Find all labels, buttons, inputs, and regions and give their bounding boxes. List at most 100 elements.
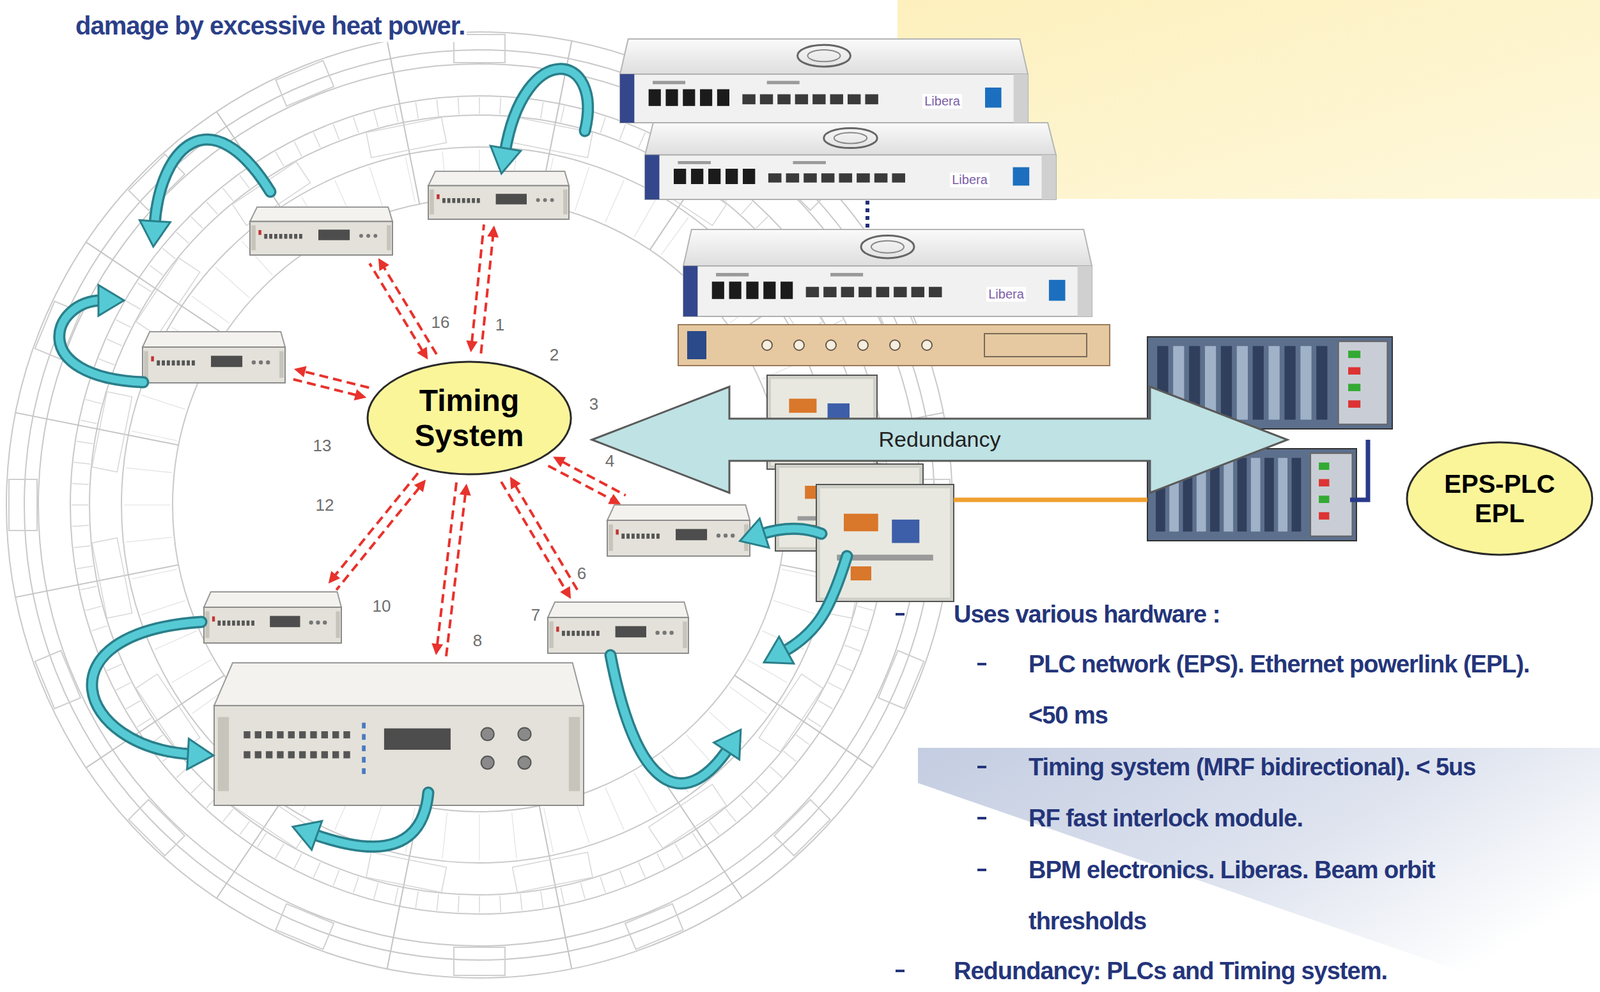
plan-hatch	[478, 814, 480, 861]
plc-led	[1348, 383, 1361, 392]
plan-tick	[725, 809, 736, 823]
interlock-connector	[889, 340, 901, 351]
plan-tick	[275, 843, 284, 859]
receiver-port	[288, 233, 293, 240]
receiver-port	[246, 620, 250, 626]
rj45-port	[712, 281, 725, 300]
plan-tick	[560, 106, 564, 123]
plan-tick	[415, 102, 419, 119]
plan-tick	[394, 887, 398, 904]
plan-tick	[191, 216, 203, 229]
plan-hatch	[125, 467, 172, 474]
receiver-knob	[517, 727, 531, 741]
blue-bracket	[1350, 439, 1368, 500]
receiver-led	[361, 768, 366, 775]
plan-hatch	[191, 295, 229, 323]
libera-button	[985, 87, 1002, 108]
receiver-port	[310, 751, 317, 759]
orange-wire	[953, 497, 1148, 503]
plan-hatch	[543, 807, 554, 853]
receiver-lid	[607, 504, 750, 521]
ellipse-outline	[367, 361, 571, 475]
receiver-port	[156, 360, 160, 366]
sfp-port	[812, 93, 826, 105]
plan-tick	[116, 319, 132, 328]
plc-module	[1250, 457, 1261, 532]
timing-link	[446, 494, 466, 657]
receiver-port	[255, 731, 262, 739]
libera-button	[1012, 167, 1030, 187]
plan-tick	[394, 106, 398, 123]
receiver-display	[496, 193, 527, 205]
receiver-port	[232, 620, 236, 626]
chain-arrowhead	[139, 219, 171, 247]
receiver-led	[258, 230, 261, 236]
timing-arrowhead	[466, 340, 478, 353]
receiver-port	[442, 198, 446, 204]
receiver-port	[646, 533, 650, 539]
plan-building	[128, 799, 185, 856]
libera-tag	[792, 161, 826, 165]
timing-link	[501, 481, 566, 591]
receiver-port	[237, 620, 241, 626]
chain-arrow-outline	[760, 528, 822, 535]
timing-link	[334, 473, 419, 576]
plan-building	[92, 391, 133, 472]
receiver-front	[203, 607, 342, 644]
bullet-item: PLC network (EPS). Ethernet powerlink (E…	[1028, 638, 1553, 741]
plan-tick	[783, 751, 797, 762]
plan-tick	[415, 891, 419, 908]
sector-number: 6	[575, 563, 589, 584]
receiver-port	[476, 198, 481, 204]
plan-tick	[313, 862, 321, 878]
receiver-front	[607, 520, 750, 557]
receiver-led	[716, 533, 721, 538]
receiver-port	[227, 620, 231, 626]
sfp-port	[858, 287, 872, 298]
libera-strip	[1077, 265, 1092, 317]
receiver-port	[269, 233, 273, 240]
plan-tick	[76, 566, 94, 569]
timing-arrowhead	[416, 347, 428, 360]
plan-tick	[540, 102, 544, 119]
plan-building	[136, 257, 201, 336]
sfp-port	[823, 287, 837, 298]
bullet-heading: Uses various hardware :	[953, 588, 1220, 640]
plc-module	[1264, 457, 1274, 532]
plan-tick	[709, 821, 720, 835]
receiver-handle	[429, 189, 435, 215]
chain-arrow-outline	[610, 655, 729, 784]
chain-arrowhead	[763, 636, 794, 664]
plan-tick	[675, 843, 684, 859]
receiver-lid	[214, 662, 584, 706]
timing-arrowhead	[354, 389, 367, 401]
chain-arrow	[313, 792, 429, 847]
cabinet-part	[788, 398, 817, 413]
receiver-led	[359, 233, 364, 238]
receiver-port	[284, 233, 288, 240]
plan-building	[774, 799, 831, 856]
plan-tick	[657, 853, 665, 869]
plan-tick	[619, 869, 626, 886]
cabinet-part	[850, 566, 872, 581]
receiver-port	[596, 630, 600, 637]
receiver-port	[462, 198, 466, 204]
floor-plan	[6, 31, 953, 979]
node-label: Timing System	[402, 382, 537, 454]
chain-arrow	[783, 556, 847, 653]
node-label: EPS-PLC EPL	[1438, 469, 1561, 529]
sfp-port	[911, 287, 925, 298]
plan-building	[275, 903, 334, 950]
rj45-port	[717, 89, 730, 107]
timing-link	[480, 235, 493, 354]
receiver-port	[651, 533, 655, 539]
receiver-handle	[217, 717, 229, 792]
sector-number: 13	[311, 435, 334, 456]
libera-logo	[807, 49, 840, 62]
receiver-port	[581, 630, 585, 637]
chain-arrow	[92, 621, 202, 755]
plan-tick	[275, 151, 284, 167]
plan-building	[758, 674, 823, 753]
rj45-port	[648, 89, 661, 107]
